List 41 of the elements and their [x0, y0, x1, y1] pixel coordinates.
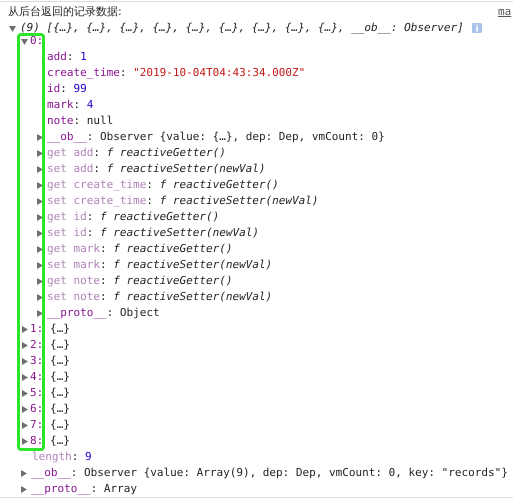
- accessor-entry: get note: f reactiveGetter(): [47, 274, 232, 288]
- index-key: 2:: [30, 338, 44, 352]
- collapsed-object: {…}: [50, 402, 70, 416]
- collapsed-object: {…}: [50, 338, 70, 352]
- accessor-entry: get mark: f reactiveGetter(): [47, 242, 232, 256]
- index-key: 7:: [30, 418, 44, 432]
- collapsed-object: {…}: [50, 386, 70, 400]
- property-entry: create_time: "2019-10-04T04:43:34.000Z": [47, 66, 306, 80]
- collapsed-object: {…}: [50, 370, 70, 384]
- property-entry: __ob__: Observer {value: Array(9), dep: Dep, vmCount: 0, key: "records"}: [31, 466, 508, 480]
- index-key: 1:: [30, 322, 44, 336]
- source-link: ma: [498, 5, 512, 19]
- log-message: 从后台返回的记录数据:: [8, 5, 122, 19]
- accessor-entry: set mark: f reactiveSetter(newVal): [47, 258, 272, 272]
- accessor-entry: set id: f reactiveSetter(newVal): [47, 226, 259, 240]
- property-entry: id: 99: [47, 82, 87, 96]
- property-entry: mark: 4: [47, 98, 94, 112]
- property-entry: __proto__: Array: [31, 482, 137, 496]
- accessor-entry: set add: f reactiveSetter(newVal): [47, 162, 266, 176]
- index-key: 0:: [30, 34, 44, 48]
- index-key: 4:: [30, 370, 44, 384]
- accessor-entry: get create_time: f reactiveGetter(): [47, 178, 279, 192]
- property-entry: __proto__: Object: [47, 306, 160, 320]
- accessor-entry: set create_time: f reactiveSetter(newVal): [47, 194, 319, 208]
- property-entry: add: 1: [47, 50, 87, 64]
- index-key: 5:: [30, 386, 44, 400]
- collapsed-object: {…}: [50, 418, 70, 432]
- array-summary: (9) [{…}, {…}, {…}, {…}, {…}, {…}, {…}, {…}, {…}, __ob__: Observer]: [20, 21, 464, 35]
- accessor-entry: get add: f reactiveGetter(): [47, 146, 226, 160]
- collapsed-object: {…}: [50, 354, 70, 368]
- accessor-entry: get id: f reactiveGetter(): [47, 210, 220, 224]
- index-key: 8:: [30, 434, 44, 448]
- collapsed-object: {…}: [50, 434, 70, 448]
- index-key: 6:: [30, 402, 44, 416]
- property-entry: note: null: [47, 114, 114, 128]
- index-key: 3:: [30, 354, 44, 368]
- property-entry: length: 9: [32, 450, 92, 464]
- highlight-box: [17, 33, 45, 451]
- accessor-entry: set note: f reactiveSetter(newVal): [47, 290, 272, 304]
- collapsed-object: {…}: [50, 322, 70, 336]
- property-entry: __ob__: Observer {value: {…}, dep: Dep, vmCount: 0}: [47, 130, 385, 144]
